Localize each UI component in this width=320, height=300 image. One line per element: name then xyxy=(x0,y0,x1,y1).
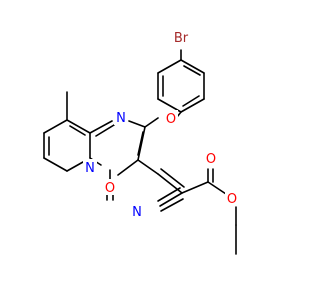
atom-n-nitrile: N xyxy=(132,205,142,220)
atom-o-carbonyl: O xyxy=(206,152,216,167)
atom-labels: Br O N N O N O O xyxy=(83,28,239,220)
pyrimidinone-ring xyxy=(89,120,146,183)
bromophenyl-ring xyxy=(157,49,205,113)
atom-o-ketone: O xyxy=(105,181,115,196)
molecule-structure: Br O N N O N O O xyxy=(43,28,239,255)
atom-o-ester: O xyxy=(227,192,237,207)
atom-o-ether: O xyxy=(166,112,176,127)
atom-n1: N xyxy=(116,111,126,126)
pyridine-ring xyxy=(43,91,91,172)
acrylate-chain xyxy=(137,159,237,255)
atom-br: Br xyxy=(174,31,189,46)
atom-n2: N xyxy=(85,161,95,176)
